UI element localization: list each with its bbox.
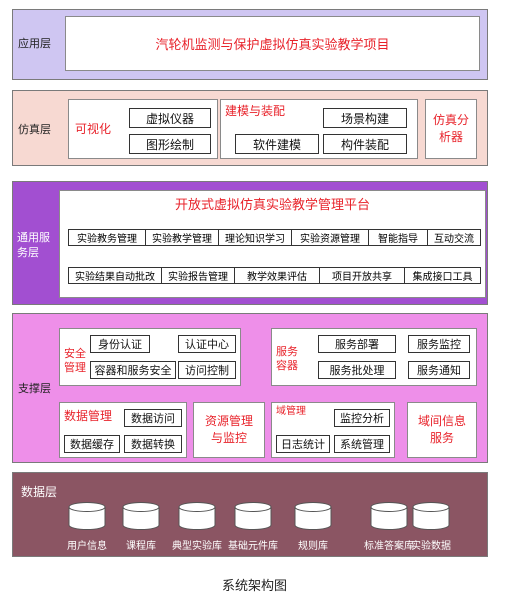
container-service-security-box: 容器和服务安全 (90, 361, 176, 379)
identity-auth-box: 身份认证 (90, 335, 150, 353)
resource-monitor-label: 资源管理与监控 (204, 414, 253, 445)
platform-module: 实验教务管理 (68, 229, 146, 246)
simulation-analyzer-panel: 仿真分析器 (425, 99, 477, 159)
platform-module: 实验教学管理 (145, 229, 219, 246)
graphic-drawing-box: 图形绘制 (129, 134, 211, 154)
database-label: 实验数据 (411, 541, 451, 552)
virtual-instrument-box: 虚拟仪器 (129, 108, 211, 128)
database-label: 典型实验库 (172, 541, 222, 552)
platform-title: 开放式虚拟仿真实验教学管理平台 (174, 198, 370, 213)
database-icon (178, 502, 216, 530)
data-layer: 数据层 用户信息 课程库 典型实验库基础元件库 规则库 标准答案库实验数据 (12, 472, 488, 557)
visualization-panel: 可视化 虚拟仪器 图形绘制 (68, 99, 218, 159)
platform-module: 集成接口工具 (404, 267, 481, 284)
platform-module: 理论知识学习 (218, 229, 292, 246)
data-convert-box: 数据转换 (124, 435, 182, 453)
support-layer-label: 支撑层 (18, 382, 51, 395)
service-deploy-box: 服务部署 (318, 335, 396, 353)
simulation-layer: 仿真层 可视化 虚拟仪器 图形绘制 建模与装配 场景构建 软件建模 构件装配 仿… (12, 90, 488, 166)
common-service-platform-panel: 开放式虚拟仿真实验教学管理平台 实验教务管理 实验教学管理 理论知识学习 实验资… (59, 190, 486, 298)
platform-module: 项目开放共享 (319, 267, 405, 284)
figure-caption: 系统架构图 (221, 579, 287, 594)
database-icon (412, 502, 450, 530)
support-layer: 支撑层 安全管理 身份认证 认证中心 容器和服务安全 访问控制 服务容器 服务部… (12, 313, 488, 463)
database-icon (234, 502, 272, 530)
application-layer-label: 应用层 (18, 37, 51, 50)
platform-module: 实验资源管理 (291, 229, 369, 246)
service-container-panel: 服务容器 服务部署 服务监控 服务批处理 服务通知 (271, 328, 477, 386)
application-title: 汽轮机监测与保护虚拟仿真实验教学项目 (155, 38, 390, 53)
data-cache-box: 数据缓存 (64, 435, 120, 453)
security-management-label: 安全管理 (64, 347, 86, 374)
platform-module: 智能指导 (368, 229, 428, 246)
modeling-assembly-label: 建模与装配 (225, 104, 286, 118)
monitor-analysis-box: 监控分析 (334, 409, 390, 427)
software-modeling-box: 软件建模 (235, 134, 319, 154)
platform-module: 实验结果自动批改 (68, 267, 162, 284)
application-title-panel: 汽轮机监测与保护虚拟仿真实验教学项目 (65, 16, 480, 71)
simulation-layer-label: 仿真层 (18, 123, 51, 136)
domain-management-panel: 域管理 监控分析 日志统计 系统管理 (271, 402, 395, 458)
system-management-box: 系统管理 (334, 435, 390, 453)
database-label: 标准答案库 (364, 541, 414, 552)
inter-domain-service-label: 域间信息服务 (418, 414, 467, 445)
log-statistics-box: 日志统计 (276, 435, 330, 453)
scene-construction-box: 场景构建 (323, 108, 407, 128)
service-container-label: 服务容器 (276, 345, 298, 372)
visualization-label: 可视化 (75, 122, 112, 136)
data-management-label: 数据管理 (64, 409, 113, 423)
database-label: 基础元件库 (228, 541, 278, 552)
platform-module: 教学效果评估 (234, 267, 320, 284)
database-label: 用户信息 (67, 541, 107, 552)
database-icon (122, 502, 160, 530)
access-control-box: 访问控制 (178, 361, 236, 379)
modeling-assembly-panel: 建模与装配 场景构建 软件建模 构件装配 (220, 99, 418, 159)
simulation-analyzer-label: 仿真分析器 (432, 113, 469, 144)
database-icon (294, 502, 332, 530)
database-icon (68, 502, 106, 530)
resource-monitor-panel: 资源管理与监控 (193, 402, 265, 458)
data-layer-label: 数据层 (21, 485, 58, 499)
platform-module: 实验报告管理 (161, 267, 235, 284)
domain-management-label: 域管理 (276, 406, 306, 417)
application-layer: 应用层 汽轮机监测与保护虚拟仿真实验教学项目 (12, 9, 488, 80)
database-label: 规则库 (298, 541, 328, 552)
inter-domain-service-panel: 域间信息服务 (407, 402, 477, 458)
security-management-panel: 安全管理 身份认证 认证中心 容器和服务安全 访问控制 (59, 328, 241, 386)
database-row: 用户信息 课程库 典型实验库基础元件库 规则库 标准答案库实验数据 (13, 473, 489, 558)
data-access-box: 数据访问 (124, 409, 182, 427)
auth-center-box: 认证中心 (178, 335, 236, 353)
component-assembly-box: 构件装配 (323, 134, 407, 154)
common-service-layer: 通用服务层 开放式虚拟仿真实验教学管理平台 实验教务管理 实验教学管理 理论知识… (12, 181, 488, 305)
service-batch-box: 服务批处理 (318, 361, 396, 379)
service-monitor-box: 服务监控 (408, 335, 470, 353)
data-management-panel: 数据管理 数据访问 数据缓存 数据转换 (59, 402, 187, 458)
database-label: 课程库 (126, 541, 156, 552)
database-icon (370, 502, 408, 530)
platform-module: 互动交流 (427, 229, 481, 246)
service-notify-box: 服务通知 (408, 361, 470, 379)
common-service-layer-label: 通用服务层 (17, 231, 50, 259)
